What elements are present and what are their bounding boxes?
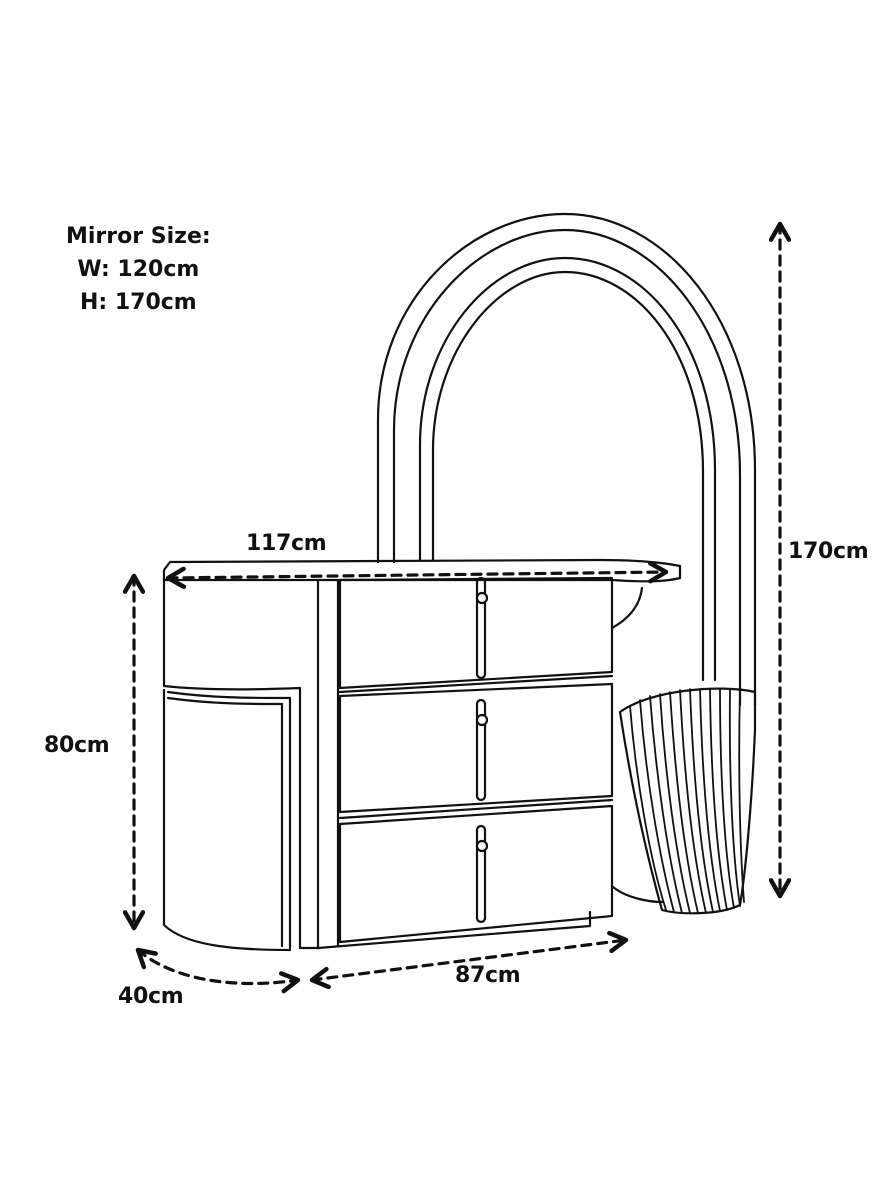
drawer-stack [316, 576, 614, 950]
pleated-stool [610, 687, 757, 915]
handle-middle [475, 698, 489, 802]
dim-line-40 [135, 947, 301, 994]
drawer-handles [475, 576, 489, 924]
spec-width: W: 120cm [77, 257, 200, 282]
dim-line-87 [309, 930, 629, 990]
stool-pleats [629, 688, 745, 914]
drawer-top-bottom-edge [338, 674, 614, 694]
dim-line-117 [165, 560, 669, 590]
left-door-panel [166, 696, 284, 948]
mirror-outer-frame [376, 212, 757, 707]
mirror-glass-inner [431, 270, 705, 682]
label-170cm: 170cm [788, 539, 869, 564]
drawer-middle [338, 682, 614, 814]
left-door-inset [166, 690, 292, 950]
stool-base-shadow [610, 884, 664, 904]
oval-mirror [376, 212, 757, 707]
left-cabinet-section [162, 578, 340, 952]
drawer-middle-bottom-edge [338, 798, 614, 820]
handle-bottom [475, 824, 489, 924]
mirror-frame-inner-edge [392, 228, 742, 707]
left-cabinet-upper [162, 578, 322, 950]
label-40cm: 40cm [118, 984, 184, 1009]
spec-title: Mirror Size: [66, 224, 211, 249]
spec-height: H: 170cm [79, 290, 197, 315]
handle-top [475, 576, 489, 680]
label-117cm: 117cm [246, 531, 327, 556]
top-support-bracket [610, 586, 644, 630]
mirror-glass-outer [418, 256, 717, 682]
left-cabinet-lower [162, 688, 292, 952]
label-80cm: 80cm [44, 733, 110, 758]
drawer-bottom [338, 804, 614, 944]
mirror-size-spec: Mirror Size: W: 120cm H: 170cm [66, 220, 211, 319]
label-87cm: 87cm [455, 963, 521, 988]
